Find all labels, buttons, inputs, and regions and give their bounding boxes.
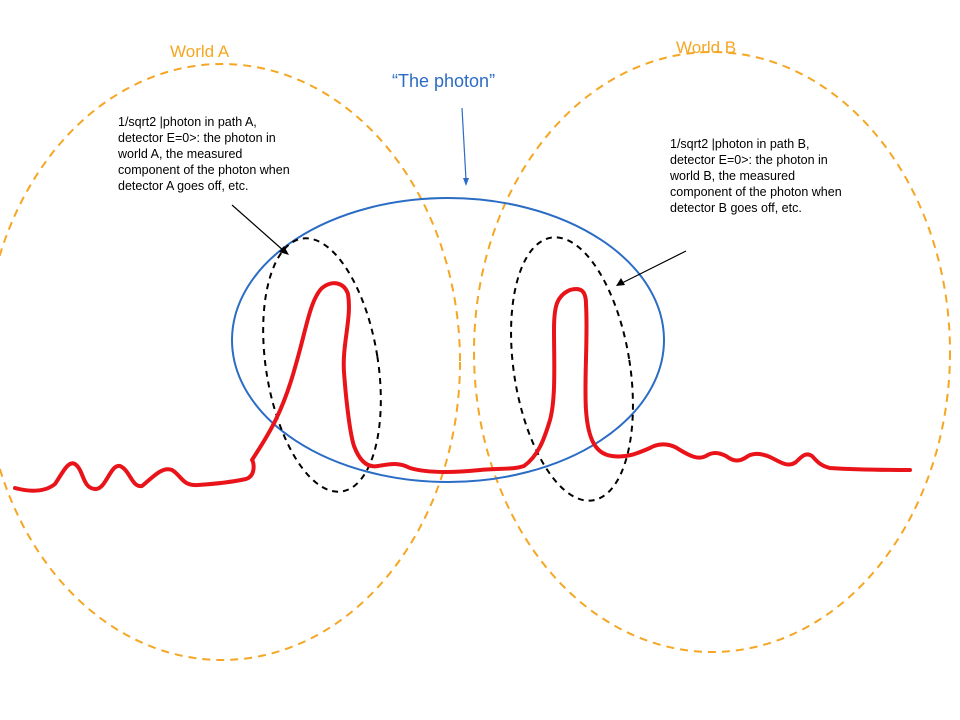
photon-label-arrowhead xyxy=(463,178,469,186)
world-b-label: World B xyxy=(676,38,737,57)
photon-label: “The photon” xyxy=(392,71,496,91)
world-a-ellipse xyxy=(0,63,461,661)
photon-wave xyxy=(13,281,912,493)
annotation-a-arrowhead xyxy=(279,246,289,255)
component-b-ellipse xyxy=(510,236,634,502)
photon-label-arrow-line xyxy=(461,107,467,181)
annotation-b-text: 1/sqrt2 |photon in path B, detector E=0>… xyxy=(670,137,842,215)
world-b-ellipse xyxy=(473,51,951,653)
annotation-a-text: 1/sqrt2 |photon in path A, detector E=0>… xyxy=(118,115,290,193)
annotation-b-arrowhead xyxy=(616,278,625,286)
photon-ellipse xyxy=(231,197,665,483)
annotation-a-arrow-line xyxy=(231,204,285,252)
annotation-b-arrow-line xyxy=(621,250,687,284)
world-a-label: World A xyxy=(170,42,230,61)
component-a-ellipse xyxy=(262,237,382,493)
